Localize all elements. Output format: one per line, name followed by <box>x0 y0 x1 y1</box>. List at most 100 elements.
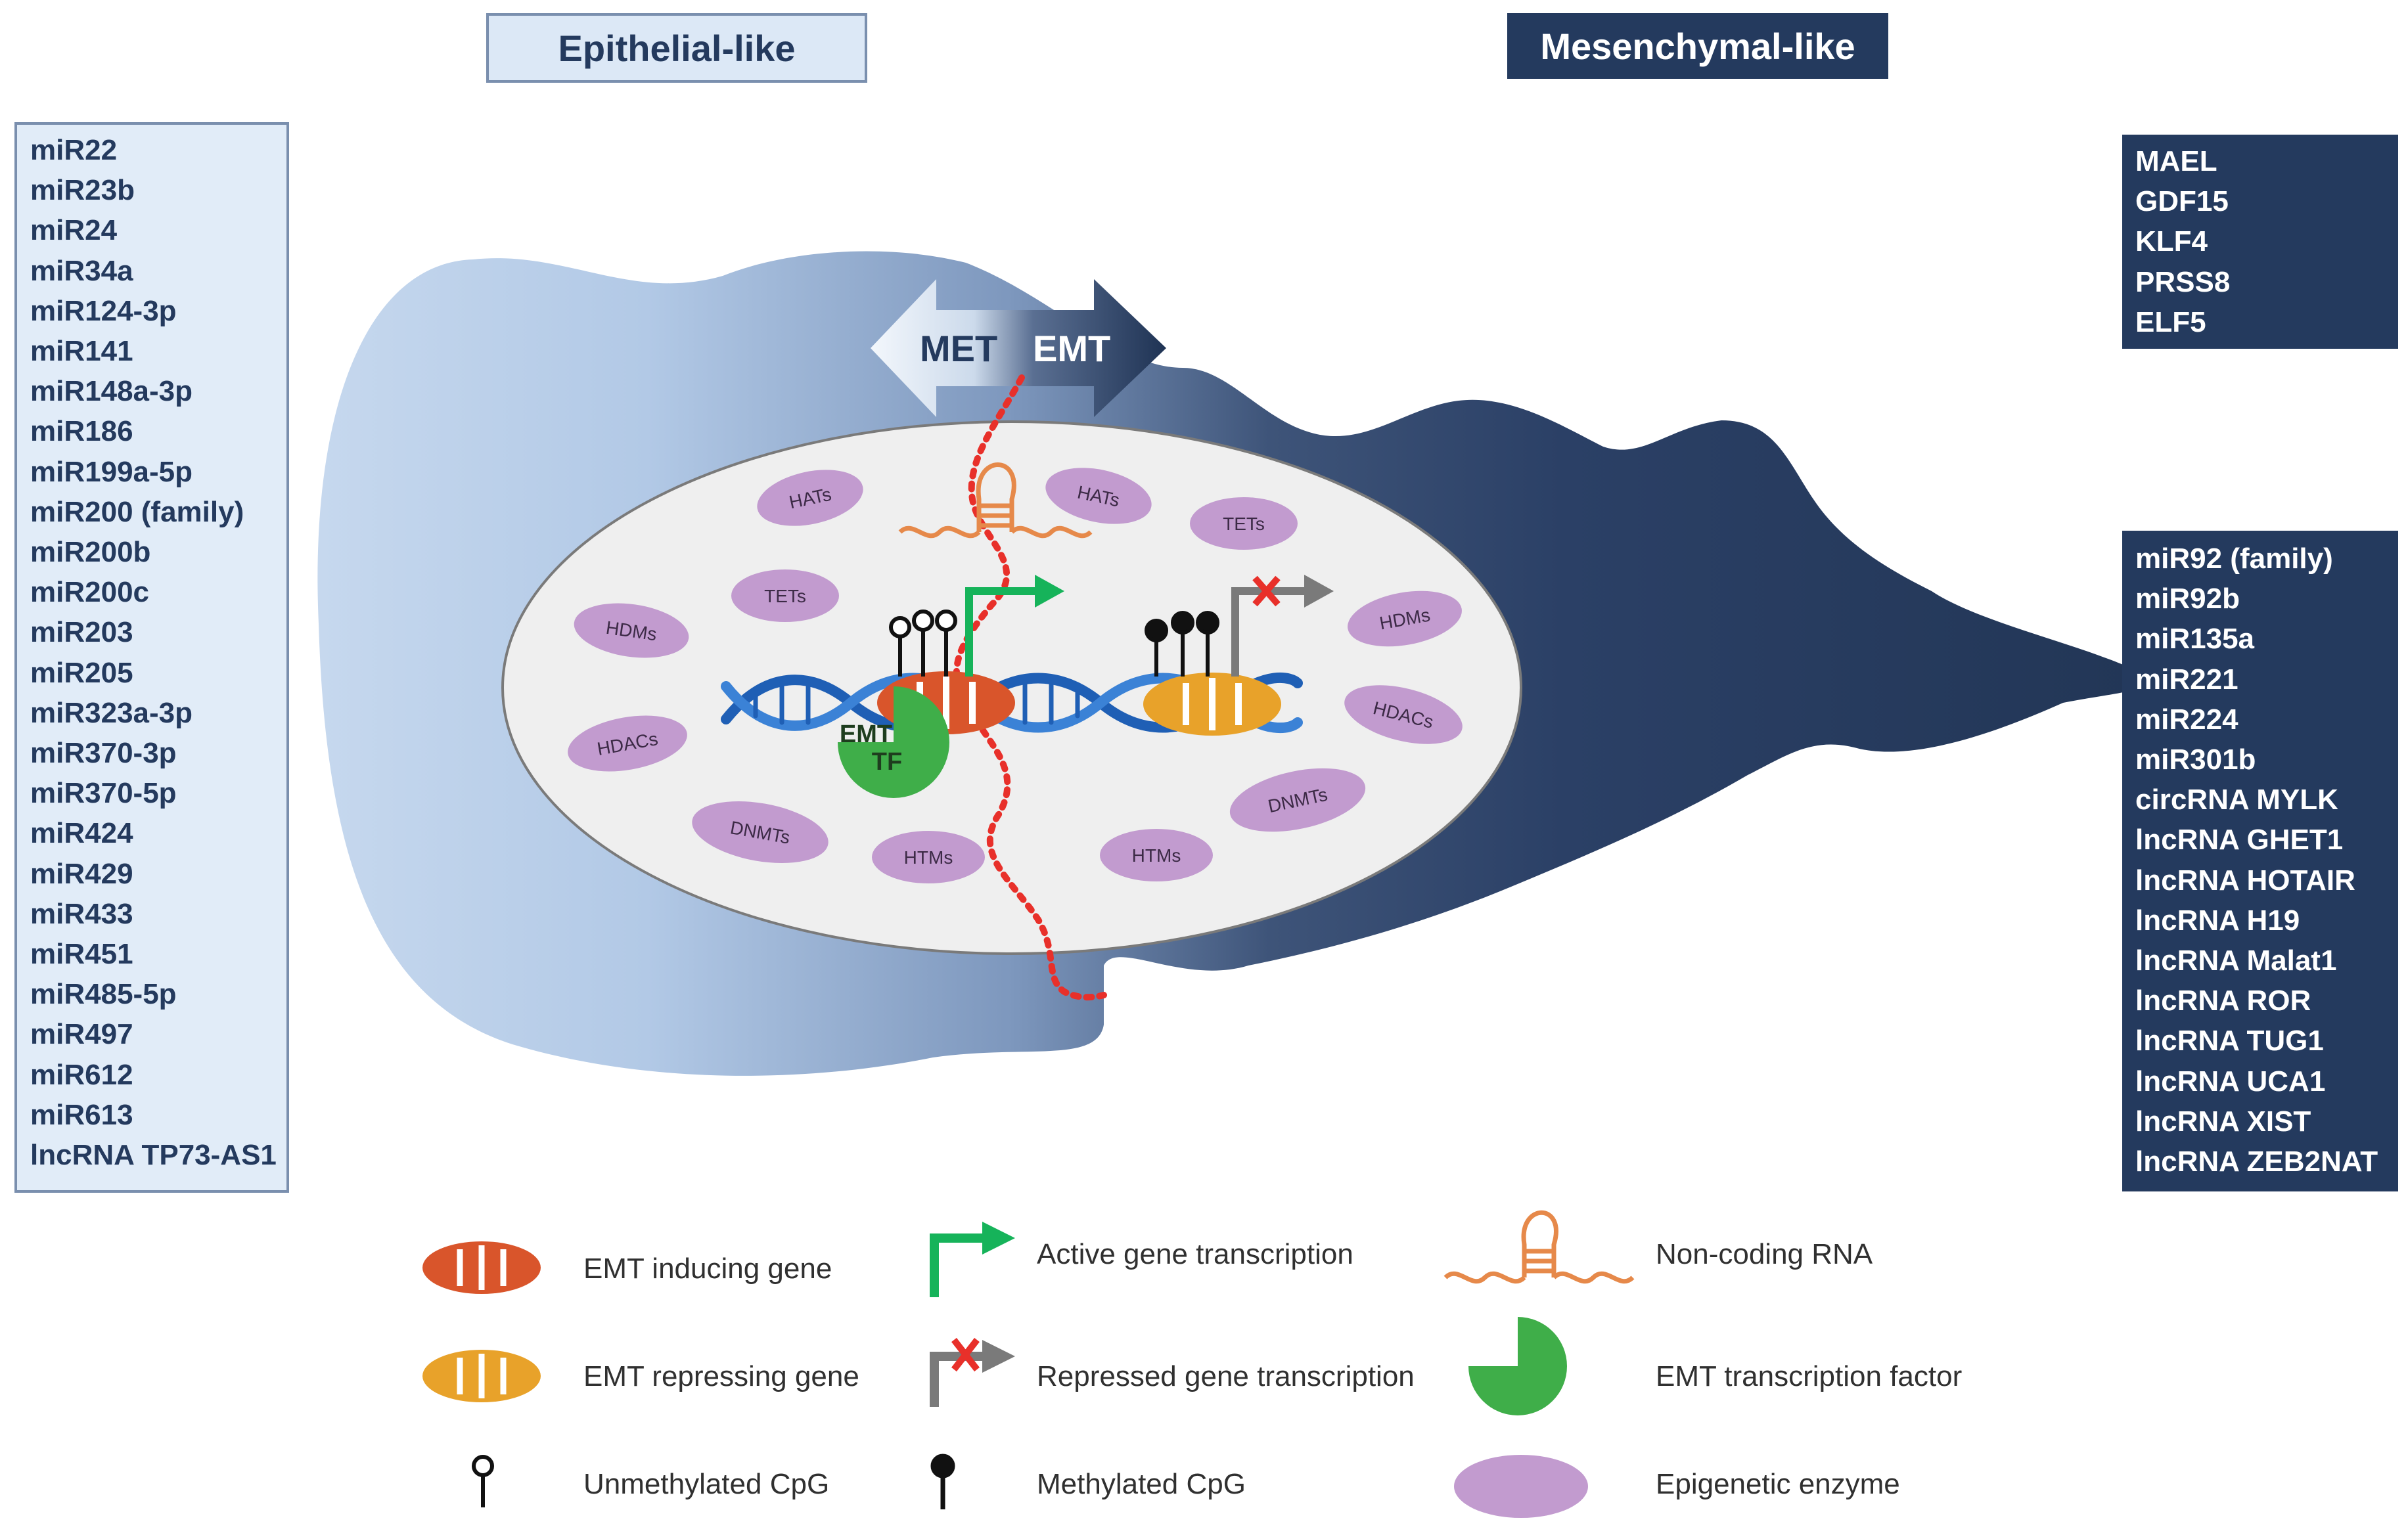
ncrna-icon <box>898 462 1093 539</box>
legend-methylated-cpg-icon <box>930 1454 955 1509</box>
legend-ncrna-label: Non-coding RNA <box>1656 1238 1873 1270</box>
enzyme: HDACs <box>1344 685 1463 744</box>
list-item: miR148a-3p <box>30 375 193 408</box>
list-item: miR200c <box>30 576 150 609</box>
unmethylated-cpg-group <box>889 610 957 677</box>
list-item: miR186 <box>30 415 133 448</box>
svg-text:HTMs: HTMs <box>904 847 953 868</box>
list-item: lncRNA H19 <box>2135 904 2300 937</box>
repressed-transcription-arrow <box>1231 575 1334 677</box>
list-item: PRSS8 <box>2135 265 2231 298</box>
legend-unmethylated-cpg-label: Unmethylated CpG <box>583 1468 829 1500</box>
list-item: miR203 <box>30 616 133 649</box>
enzyme: TETs <box>731 569 839 622</box>
list-item: lncRNA TUG1 <box>2135 1025 2324 1057</box>
list-item: lncRNA ROR <box>2135 985 2311 1017</box>
list-item: miR124-3p <box>30 294 177 327</box>
legend-enzyme-icon <box>1454 1455 1588 1518</box>
list-item: miR370-3p <box>30 737 177 770</box>
methylated-cpg-group <box>1145 611 1219 677</box>
list-item: miR34a <box>30 254 133 287</box>
list-item: miR23b <box>30 174 135 207</box>
list-item: ELF5 <box>2135 305 2206 338</box>
active-transcription-arrow <box>965 575 1064 677</box>
list-item: lncRNA XIST <box>2135 1105 2311 1138</box>
enzyme: HATs <box>757 470 863 526</box>
list-item: miR301b <box>2135 744 2256 776</box>
list-item: miR612 <box>30 1058 133 1091</box>
list-item: miR497 <box>30 1018 133 1051</box>
title-mesenchymal: Mesenchymal-like <box>1507 13 1888 79</box>
legend-repressed-transcription-icon <box>930 1337 1015 1407</box>
list-item: lncRNA HOTAIR <box>2135 864 2355 897</box>
legend-emt-inducing-gene-icon <box>422 1241 541 1294</box>
svg-text:EMT: EMT <box>840 721 892 748</box>
list-item: MAEL <box>2135 145 2217 177</box>
list-item: miR429 <box>30 857 133 890</box>
list-item: miR92 (family) <box>2135 543 2333 575</box>
list-item: lncRNA TP73-AS1 <box>30 1139 277 1172</box>
list-item: miR22 <box>30 134 118 166</box>
legend: EMT inducing gene EMT repressing gene Un… <box>422 1210 1962 1518</box>
emt-repressing-gene <box>1143 673 1281 736</box>
list-item: lncRNA ZEB2NAT <box>2135 1145 2378 1178</box>
emt-tf-icon: EMT TF <box>838 686 949 798</box>
enzyme: DNMTs <box>1229 768 1366 832</box>
list-item: miR200 (family) <box>30 495 244 528</box>
legend-enzyme-label: Epigenetic enzyme <box>1656 1468 1900 1500</box>
enzyme: HTMs <box>1100 829 1213 881</box>
list-item: miR221 <box>2135 663 2238 696</box>
list-item: miR424 <box>30 817 133 850</box>
emt-label: EMT <box>1033 328 1110 369</box>
list-item: lncRNA Malat1 <box>2135 944 2337 977</box>
enzyme-group: HATs HATs TETs TETs HDMs HDMs HDACs HDAC… <box>568 468 1463 883</box>
list-item: miR451 <box>30 938 133 971</box>
svg-text:HTMs: HTMs <box>1132 845 1181 866</box>
list-item: miR199a-5p <box>30 455 193 488</box>
enzyme: HDACs <box>568 715 687 772</box>
enzyme: HTMs <box>872 831 985 883</box>
svg-text:TF: TF <box>872 748 902 776</box>
enzyme: HDMs <box>1348 590 1462 647</box>
list-item: miR485-5p <box>30 978 177 1011</box>
list-item: miR205 <box>30 656 133 689</box>
list-item: miR141 <box>30 335 133 368</box>
list-item: miR224 <box>2135 703 2238 736</box>
list-item: lncRNA GHET1 <box>2135 824 2344 856</box>
list-item: miR613 <box>30 1098 133 1131</box>
legend-repressed-transcription-label: Repressed gene transcription <box>1037 1360 1415 1392</box>
epithelial-ncrna-list: miR22 miR23b miR24 miR34a miR124-3p miR1… <box>14 122 289 1193</box>
list-item: KLF4 <box>2135 225 2208 258</box>
svg-text:TETs: TETs <box>764 586 806 606</box>
list-item: miR370-5p <box>30 777 177 810</box>
list-item: miR135a <box>2135 623 2255 655</box>
list-item: miR323a-3p <box>30 696 193 729</box>
enzyme: DNMTs <box>692 801 829 864</box>
mesenchymal-ncrna-list: miR92 (family) miR92b miR135a miR221 miR… <box>2122 531 2398 1191</box>
list-item: miR433 <box>30 897 133 930</box>
list-item: lncRNA UCA1 <box>2135 1065 2326 1098</box>
list-item: miR200b <box>30 536 151 569</box>
legend-emt-repressing-gene-icon <box>422 1350 541 1402</box>
enzyme: HDMs <box>574 603 689 658</box>
legend-emt-tf-label: EMT transcription factor <box>1656 1360 1962 1392</box>
enzyme: HATs <box>1045 468 1152 524</box>
list-item: miR92b <box>2135 583 2240 615</box>
legend-ncrna-icon <box>1443 1210 1635 1284</box>
list-item: miR24 <box>30 214 118 247</box>
legend-emt-repressing-gene-label: EMT repressing gene <box>583 1360 859 1392</box>
met-emt-arrow: MET EMT <box>871 279 1166 417</box>
list-item: circRNA MYLK <box>2135 784 2338 816</box>
legend-methylated-cpg-label: Methylated CpG <box>1037 1468 1246 1500</box>
legend-emt-inducing-gene-label: EMT inducing gene <box>583 1253 832 1285</box>
met-label: MET <box>920 328 997 369</box>
list-item: GDF15 <box>2135 185 2229 218</box>
legend-active-transcription-icon <box>930 1222 1015 1297</box>
title-epithelial: Epithelial-like <box>486 13 867 83</box>
svg-text:TETs: TETs <box>1223 514 1265 534</box>
mesenchymal-gene-list: MAEL GDF15 KLF4 PRSS8 ELF5 <box>2122 135 2398 349</box>
legend-active-transcription-label: Active gene transcription <box>1037 1238 1353 1270</box>
legend-emt-tf-icon <box>1468 1317 1567 1415</box>
